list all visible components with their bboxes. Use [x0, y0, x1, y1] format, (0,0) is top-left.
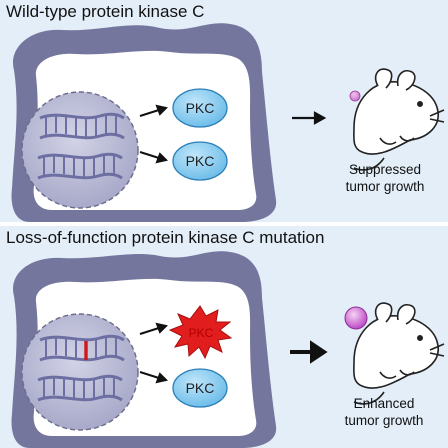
panel-divider [0, 222, 448, 226]
pkc-label: PKC [189, 326, 214, 340]
wild-type-panel: Wild-type protein kinase C [0, 0, 448, 222]
dna-double-helix-icon [37, 112, 125, 180]
outcome-line-1: Enhanced [354, 396, 415, 411]
mutant-pkc-protein: PKC [168, 305, 233, 360]
mutant-protein-starburst-icon [168, 305, 233, 360]
dna-double-helix-icon [37, 334, 125, 402]
arrow-right-icon [139, 104, 168, 117]
pkc-label: PKC [186, 153, 215, 169]
arrow-right-icon [292, 111, 327, 125]
outcome-line-2: tumor growth [345, 413, 424, 428]
arrow-right-icon [290, 340, 328, 364]
pkc-protein-2: PKC [172, 141, 228, 181]
pkc-protein-2: PKC [172, 368, 228, 408]
pkc-label: PKC [186, 100, 215, 116]
tumor-icon [344, 306, 368, 330]
arrow-right-icon [139, 371, 168, 384]
mutation-scene: PKC PKC Enhanced tumor growth [11, 251, 445, 448]
panel-title: Wild-type protein kinase C [6, 2, 205, 21]
mutation-panel: Loss-of-function protein kinase C mutati… [0, 226, 448, 448]
wild-type-scene: PKC PKC Suppressed tumor growth [11, 23, 445, 222]
mouse-icon [353, 68, 445, 171]
arrow-right-icon [139, 151, 168, 164]
arrow-right-icon [139, 322, 168, 335]
panel-title: Loss-of-function protein kinase C mutati… [6, 228, 325, 247]
nucleus [21, 91, 139, 209]
pkc-label: PKC [186, 380, 215, 396]
nucleus [21, 313, 139, 431]
outcome-line-2: tumor growth [346, 179, 425, 194]
outcome-line-1: Suppressed [349, 162, 421, 177]
tumor-icon [349, 90, 361, 102]
mouse-icon [353, 302, 445, 405]
pkc-protein-1: PKC [172, 88, 228, 128]
